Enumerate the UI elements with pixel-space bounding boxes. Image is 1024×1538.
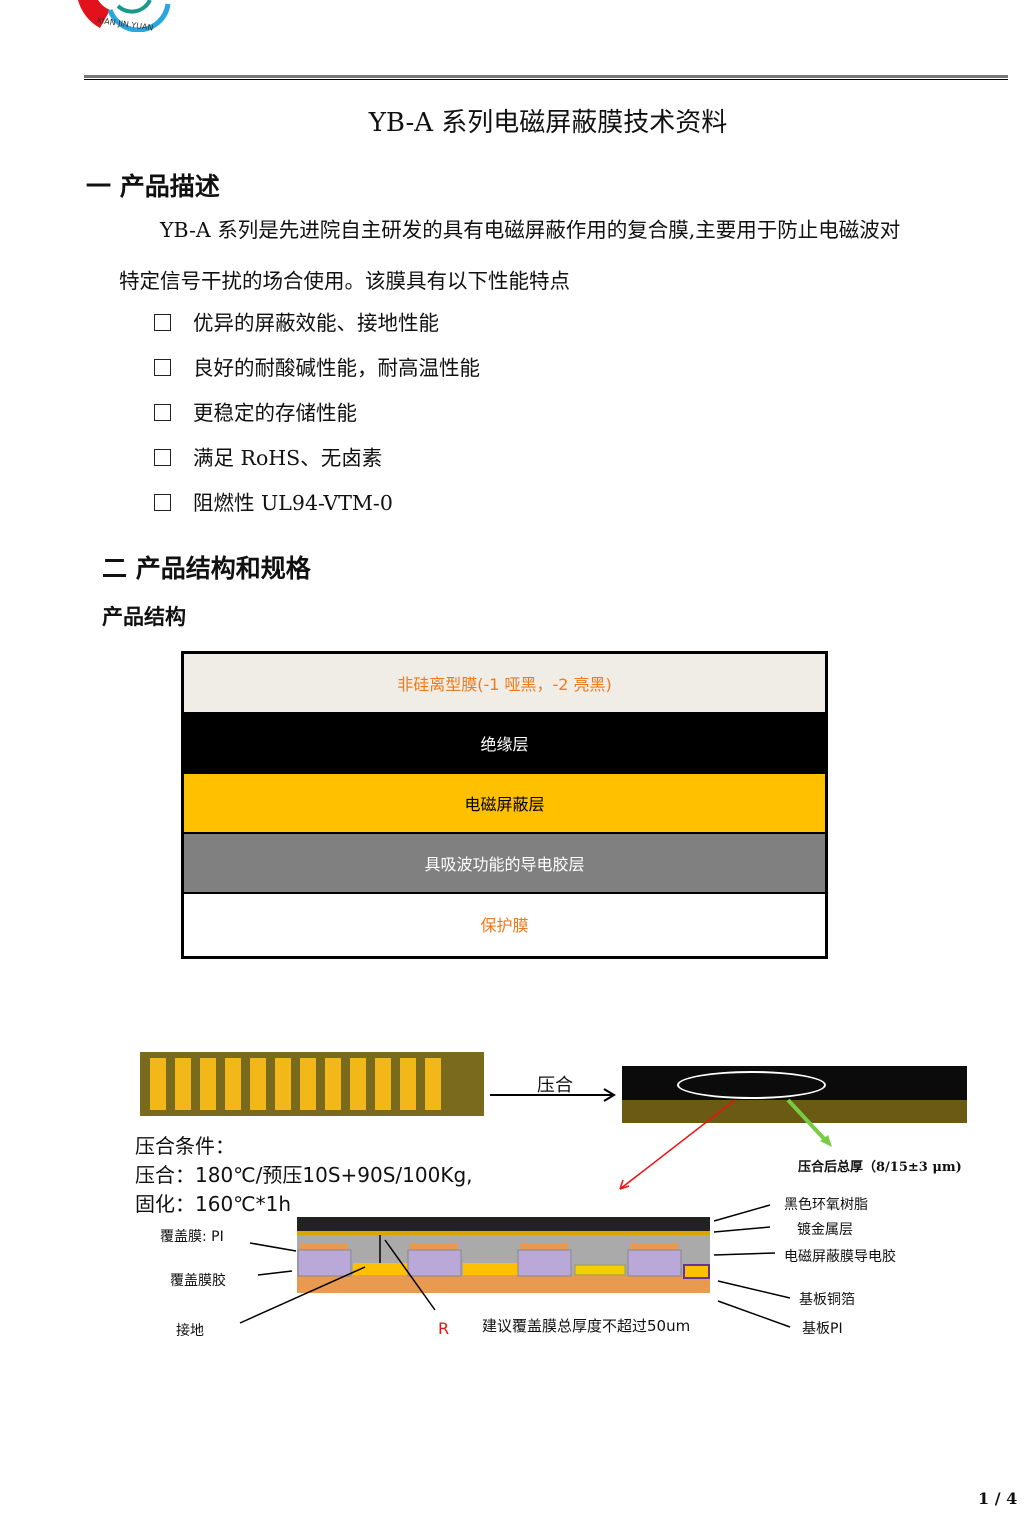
feature-item: 良好的耐酸碱性能，耐高温性能 [154, 351, 480, 381]
label-copper-foil: 基板铜箔 [799, 1292, 855, 1308]
layer-3: 具吸波功能的导电胶层 [184, 834, 825, 894]
conditions-press: 压合：180℃/预压10S+90S/100Kg, [135, 1163, 473, 1187]
conditions-cure: 固化：160℃*1h [135, 1192, 292, 1216]
checkbox-icon [154, 449, 171, 466]
layer-0: 非硅离型膜(-1 哑黑，-2 亮黑) [184, 654, 825, 714]
checkbox-icon [154, 494, 171, 511]
subheading-structure: 产品结构 [102, 605, 186, 629]
label-r: R [438, 1319, 450, 1338]
layer-structure-diagram: 非硅离型膜(-1 哑黑，-2 亮黑)绝缘层电磁屏蔽层具吸波功能的导电胶层保护膜 [181, 651, 828, 959]
fpc-finger [250, 1058, 266, 1110]
layer-1: 绝缘层 [184, 714, 825, 774]
arrow-right-icon [490, 1088, 616, 1102]
document-title: YB-A 系列电磁屏蔽膜技术资料 [368, 108, 728, 138]
fpc-finger [300, 1058, 316, 1110]
label-note: 建议覆盖膜总厚度不超过50um [482, 1317, 691, 1335]
label-coverlay-pi: 覆盖膜: PI [160, 1229, 224, 1245]
layer-2: 电磁屏蔽层 [184, 774, 825, 834]
conditions-title: 压合条件： [135, 1134, 235, 1158]
label-metal-layer: 镀金属层 [797, 1222, 853, 1238]
fpc-finger [225, 1058, 241, 1110]
section-heading-description: 一 产品描述 [86, 172, 220, 201]
checkbox-icon [154, 359, 171, 376]
fpc-photo-before [140, 1052, 484, 1116]
cross-section-diagram [239, 1204, 791, 1328]
feature-item: 优异的屏蔽效能、接地性能 [154, 306, 439, 336]
press-label: 压合 [537, 1075, 573, 1096]
fpc-finger [150, 1058, 166, 1110]
section-heading-structure: 二 产品结构和规格 [102, 554, 311, 583]
checkbox-icon [154, 404, 171, 421]
header-rule [84, 75, 1008, 78]
description-line-1: YB-A 系列是先进院自主研发的具有电磁屏蔽作用的复合膜,主要用于防止电磁波对 [160, 218, 901, 242]
fpc-finger [175, 1058, 191, 1110]
label-black-epoxy: 黑色环氧树脂 [784, 1197, 868, 1213]
fpc-finger [275, 1058, 291, 1110]
feature-item: 阻燃性 UL94-VTM-0 [154, 486, 393, 516]
label-substrate-pi: 基板PI [802, 1321, 843, 1337]
layer-4: 保护膜 [184, 894, 825, 954]
label-coverlay-adhesive: 覆盖膜胶 [170, 1273, 226, 1289]
feature-item: 满足 RoHS、无卤素 [154, 441, 382, 471]
fpc-finger [400, 1058, 416, 1110]
label-ground: 接地 [176, 1323, 204, 1339]
feature-item: 更稳定的存储性能 [154, 396, 357, 426]
checkbox-icon [154, 314, 171, 331]
thickness-label: 压合后总厚（8/15±3 μm) [798, 1160, 962, 1175]
company-logo: XIAN JIN YUAN [70, 0, 180, 33]
fpc-finger [325, 1058, 341, 1110]
label-conductive-adhesive: 电磁屏蔽膜导电胶 [784, 1249, 896, 1265]
fpc-finger [375, 1058, 391, 1110]
fpc-finger [200, 1058, 216, 1110]
page-number: 1 / 4 [978, 1489, 1018, 1508]
header-rule-thin [84, 79, 1008, 80]
fpc-finger [425, 1058, 441, 1110]
fpc-photo-after [622, 1066, 967, 1123]
pointer-arrows [619, 1098, 832, 1190]
fpc-finger [350, 1058, 366, 1110]
description-line-2: 特定信号干扰的场合使用。该膜具有以下性能特点 [119, 269, 570, 293]
